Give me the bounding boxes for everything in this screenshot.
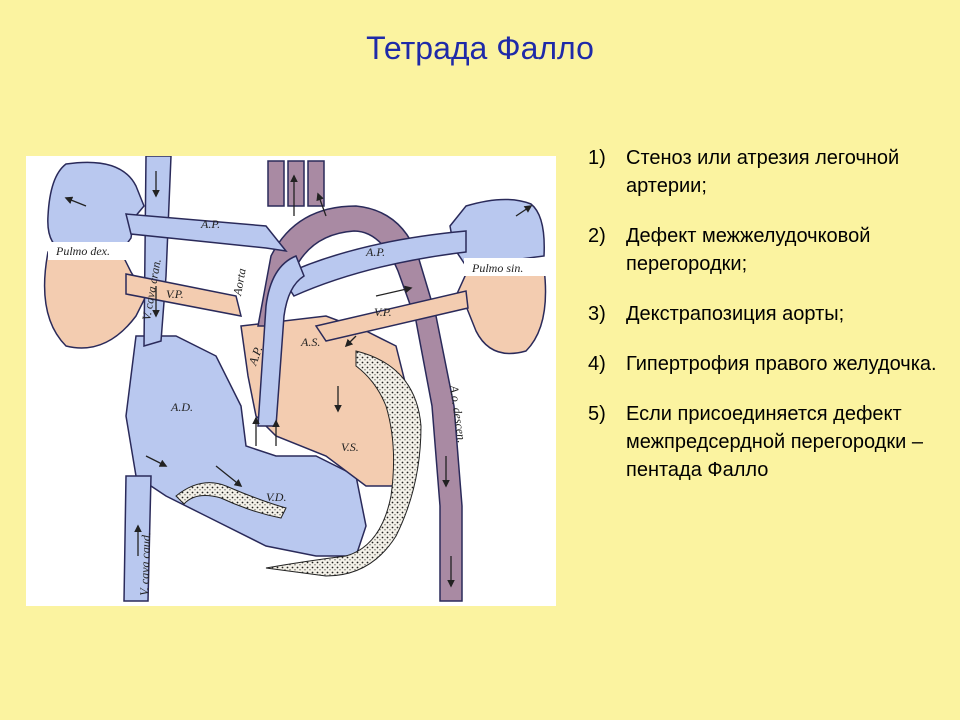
label-as: A.S. bbox=[300, 335, 320, 349]
list-item-text: Декстрапозиция аорты; bbox=[626, 303, 845, 325]
label-vp-left: V.P. bbox=[166, 287, 184, 301]
list-item: 1) Стеноз или атрезия легочной артерии; bbox=[588, 144, 948, 200]
pulmonary-vein-left bbox=[314, 290, 469, 342]
list-item-number: 2) bbox=[588, 225, 606, 247]
label-vs: V.S. bbox=[341, 440, 359, 454]
label-ap-right: A.P. bbox=[365, 245, 385, 259]
list-item-number: 1) bbox=[588, 147, 606, 169]
myocardium-wall bbox=[265, 350, 422, 577]
list-item-number: 5) bbox=[588, 403, 606, 425]
label-vp-right: V.P. bbox=[374, 305, 392, 319]
label-pulmo-dex: Pulmo dex. bbox=[55, 244, 110, 258]
label-ap-trunk: A.P. bbox=[245, 344, 265, 368]
label-pulmo-sin: Pulmo sin. bbox=[471, 261, 523, 275]
tetralogy-of-fallot-diagram: Pulmo dex. Pulmo sin. A.P. A.P. A.P. V.P… bbox=[26, 156, 556, 606]
vena-cava bbox=[123, 156, 172, 602]
label-vd: V.D. bbox=[266, 490, 286, 504]
pulmonary-vein-right bbox=[125, 273, 243, 317]
list-item-number: 4) bbox=[588, 353, 606, 375]
label-ap-top: A.P. bbox=[200, 217, 220, 231]
pulmonary-artery-right bbox=[125, 213, 288, 253]
defects-list: 1) Стеноз или атрезия легочной артерии; … bbox=[588, 144, 948, 506]
heart-circulation-illustration: Pulmo dex. Pulmo sin. A.P. A.P. A.P. V.P… bbox=[43, 156, 547, 602]
list-item: 4) Гипертрофия правого желудочка. bbox=[588, 350, 948, 378]
list-item: 2) Дефект межжелудочковой перегородки; bbox=[588, 222, 948, 278]
list-item: 3) Декстрапозиция аорты; bbox=[588, 300, 948, 328]
label-v-cava-caud: V. cava caud. bbox=[137, 532, 153, 596]
slide-title: Тетрада Фалло bbox=[366, 30, 594, 66]
right-lung bbox=[43, 161, 147, 349]
left-lung bbox=[449, 198, 547, 355]
list-item-text: Гипертрофия правого желудочка. bbox=[626, 353, 937, 375]
list-item-number: 3) bbox=[588, 303, 606, 325]
septum-wall bbox=[175, 482, 287, 519]
pulmonary-trunk bbox=[257, 255, 305, 427]
list-item-text: Дефект межжелудочковой перегородки; bbox=[626, 225, 871, 275]
list-item-text: Если присоединяется дефект межпредсердно… bbox=[626, 403, 923, 481]
aortic-arch-branches bbox=[267, 160, 325, 207]
label-aorta: Aorta bbox=[230, 267, 249, 297]
list-item: 5) Если присоединяется дефект межпредсер… bbox=[588, 400, 948, 484]
list-item-text: Стеноз или атрезия легочной артерии; bbox=[626, 147, 900, 197]
blood-flow-arrows bbox=[64, 171, 533, 588]
label-ad: A.D. bbox=[170, 400, 193, 414]
pulmonary-artery-left bbox=[279, 230, 467, 297]
